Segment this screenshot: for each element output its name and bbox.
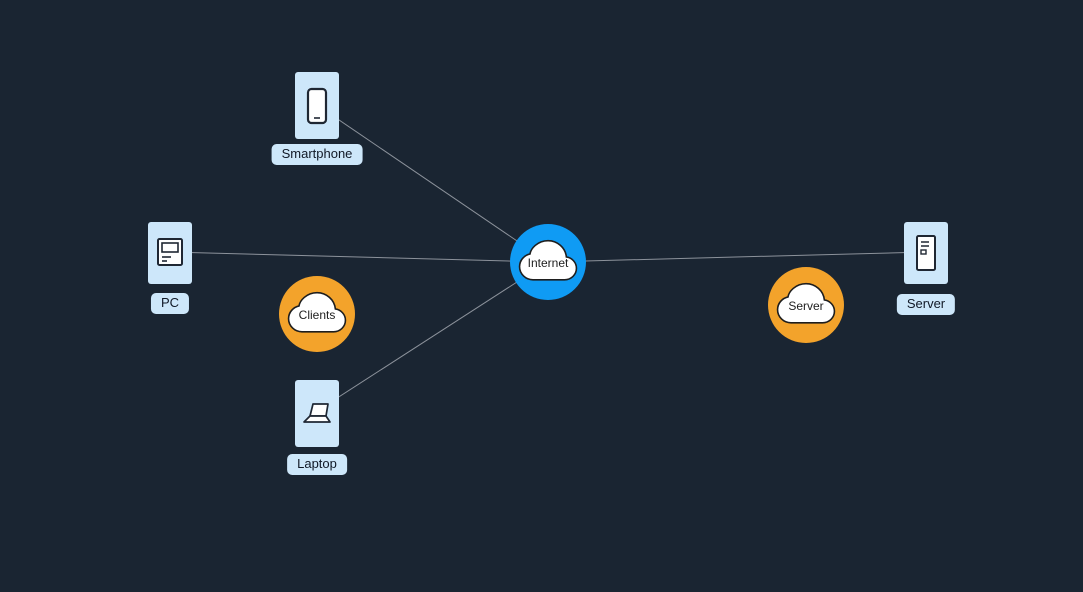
edge-internet-server [547,251,927,263]
cloud-icon [287,291,347,333]
internet-label: Internet [527,255,569,270]
cloud-icon [776,282,836,324]
label-smartphone[interactable]: Smartphone [271,144,363,165]
node-pc[interactable] [148,222,192,284]
smartphone-icon [306,87,328,124]
node-server[interactable] [904,222,948,284]
label-smartphone-text: Smartphone [281,146,353,161]
node-laptop[interactable] [295,380,339,447]
desktop-pc-icon [157,238,183,266]
edge-pc-internet [169,251,549,263]
label-laptop-text: Laptop [297,456,337,471]
label-server-text: Server [906,296,946,311]
edge-smartphone-internet [316,104,549,263]
label-laptop[interactable]: Laptop [287,454,347,475]
edge-laptop-internet [316,261,549,412]
node-clients-group[interactable]: Clients [279,276,355,352]
label-server[interactable]: Server [896,294,956,315]
node-smartphone[interactable] [295,72,339,139]
node-server-group[interactable]: Server [768,267,844,343]
server-icon [916,235,936,271]
label-pc-text: PC [160,295,180,310]
laptop-icon [303,402,331,423]
clients-group-label: Clients [298,307,336,322]
cloud-icon [518,239,578,281]
server-group-label: Server [788,298,824,313]
label-pc[interactable]: PC [150,293,190,314]
node-internet[interactable]: Internet [510,224,586,300]
